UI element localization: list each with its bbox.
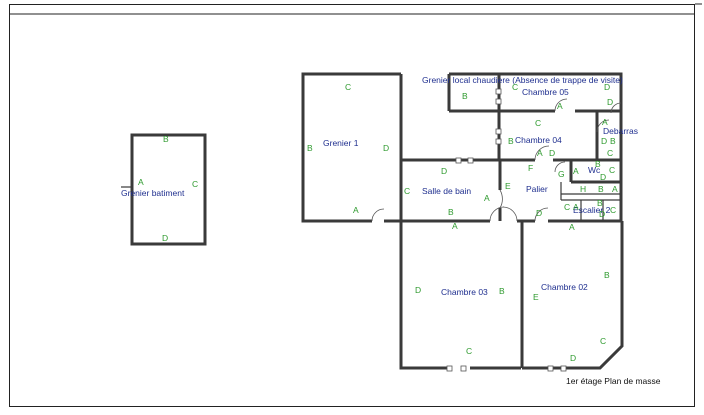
wall-letter: C [192,179,198,189]
wall-letter: D [441,166,447,176]
wall-letter: C [404,186,410,196]
wall-letter: A [573,166,579,176]
wall-letter: E [505,181,511,191]
wall-letter: D [570,353,576,363]
wall-letter: A [602,117,608,127]
wall-letter: B [595,159,601,169]
room-label-chambre-05: Chambre 05 [522,87,569,97]
room-debarras: Debarras A D B C [601,117,638,158]
room-palier: Palier F E D G [505,163,565,218]
wall-letter: D [604,82,610,92]
wall-letter: B [307,143,313,153]
room-label-grenier-batiment: Grenier batiment [121,188,185,198]
wall-letter: C [610,205,616,215]
room-label-chambre-03: Chambre 03 [441,287,488,297]
wall-letter: C [345,82,351,92]
wall-letter: B [597,198,603,208]
room-label-escalier-2: Escalier 2 [573,205,611,215]
wall-letter: G [558,169,565,179]
wall-letter: C [600,336,606,346]
wall-letter: F [528,163,533,173]
wall-letter: B [604,270,610,280]
wall-letter: B [163,134,169,144]
wall-letter: D [415,285,421,295]
room-grenier-1: Grenier 1 C B D A [307,82,389,215]
wall-letter: A [557,101,563,111]
wall-letter: D [536,208,542,218]
room-label-debarras: Debarras [603,126,638,136]
room-grenier-batiment: B A C D Grenier batiment [121,133,207,246]
door-swings [371,98,622,222]
room-chambre-05: Grenier local chaudiere (Absence de trap… [422,75,623,111]
wall-letter: D [383,143,389,153]
wall-letter: D [601,136,607,146]
wall-letter: B [499,286,505,296]
room-label-chambre-02: Chambre 02 [541,282,588,292]
wall-letter: D [549,148,555,158]
wall-letter: E [533,292,539,302]
room-chambre-04: Chambre 04 C B A D [508,118,562,158]
room-wc: Wc B A C D H B A [573,159,618,194]
wall-letter: A [452,221,458,231]
wall-letter: B [598,184,604,194]
wall-letter: B [462,91,468,101]
wall-letter: A [537,148,543,158]
wall-letter: C [512,82,518,92]
room-label-chambre-04: Chambre 04 [515,135,562,145]
wall-letter: C [535,118,541,128]
room-chambre-02: Chambre 02 B E C D [533,270,610,363]
window-markers [446,88,567,372]
wall-letter: B [610,136,616,146]
room-label-grenier-1: Grenier 1 [323,138,359,148]
room-chambre-03: Chambre 03 D B C [415,285,505,356]
wall-letter: A [138,177,144,187]
wall-letter: A [612,184,618,194]
wall-letter: B [448,207,454,217]
wall-letter: A [353,205,359,215]
wall-letter: D [607,97,613,107]
wall-letter: H [580,184,586,194]
room-escalier-2: Escalier 2 C A B D C A [564,198,616,232]
wall-letter: D [600,172,606,182]
main-plan-walls [301,72,624,370]
wall-letter: A [569,222,575,232]
room-label-salle-de-bain: Salle de bain [422,186,471,196]
page-border [9,4,695,407]
wall-letter: B [508,136,514,146]
room-label-grenier-local: Grenier local chaudiere (Absence de trap… [422,75,623,85]
wall-letter: D [162,233,168,243]
wall-letter: C [609,165,615,175]
wall-letter: C [607,148,613,158]
plan-caption: 1er étage Plan de masse [566,376,661,386]
wall-letter: C [564,202,570,212]
wall-letter: A [573,202,579,212]
room-salle-de-bain: Salle de bain D C A B A [404,166,490,231]
wall-letter: A [484,193,490,203]
wall-letter: C [466,346,472,356]
room-label-palier: Palier [526,184,548,194]
wall-letter: D [599,209,605,219]
room-label-wc: Wc [588,165,601,175]
